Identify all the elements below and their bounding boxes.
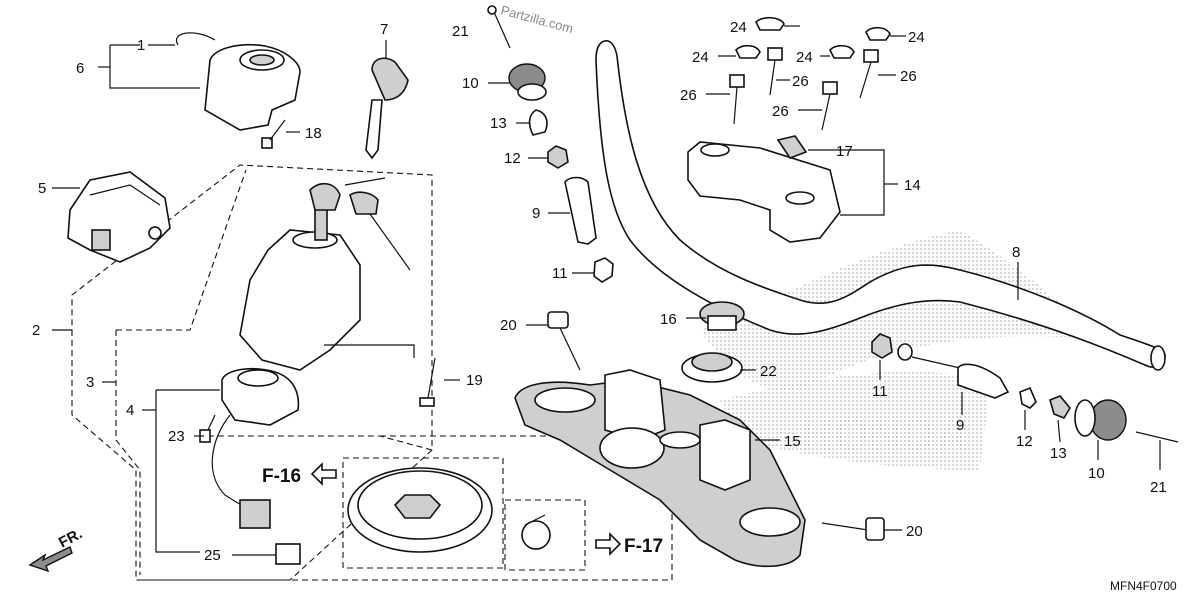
callout-12-right: 12 [1016,433,1033,450]
callout-20-bottom: 20 [906,523,923,540]
bolt-20-top [547,311,581,371]
callout-24-c: 24 [796,49,813,66]
fuel-cap-reference [347,467,551,553]
callout-26-a: 26 [680,87,697,104]
callout-13-left: 13 [490,115,507,132]
callout-3: 3 [86,374,94,391]
background-wing-logo: HONDA [700,230,1100,470]
callout-14: 14 [904,177,921,194]
callout-12-left: 12 [504,150,521,167]
ref-f16: F-16 [262,466,301,487]
upper-bolts [729,16,891,131]
callout-16: 16 [660,311,677,328]
ref-f17: F-17 [624,536,663,557]
diagram-code: MFN4F0700 [1110,579,1177,593]
callout-21-left: 21 [452,23,469,40]
callout-10-right: 10 [1088,465,1105,482]
callout-17: 17 [836,143,853,160]
ignition-switch [239,177,411,371]
switch-bracket [67,171,171,263]
callout-7: 7 [380,21,388,38]
watermark: Partzilla.com [499,2,575,36]
bolt-19 [419,357,436,407]
bridge-cap [699,301,745,331]
svg-text:HONDA: HONDA [800,408,969,460]
callout-21-right: 21 [1150,479,1167,496]
callout-6: 6 [76,60,84,77]
screw-18 [261,119,286,149]
upper-handlebar-holder [687,135,841,243]
callout-13-right: 13 [1050,445,1067,462]
ignition-cover [204,43,301,131]
connector-25 [275,543,301,565]
callout-18: 18 [305,125,322,142]
callout-8: 8 [1012,244,1020,261]
snap-ring [175,32,216,46]
callout-5: 5 [38,180,46,197]
callout-15: 15 [784,433,801,450]
callout-26-c: 26 [772,103,789,120]
callout-2: 2 [32,322,40,339]
top-bridge [514,369,806,568]
assembly-outline-3 [115,169,247,575]
front-direction-arrow [28,546,73,573]
screw-23 [199,414,216,443]
right-bar-end-parts [871,333,1179,443]
callout-26-b: 26 [792,73,809,90]
direction-label: FR. [56,525,85,551]
left-bar-end-parts [487,5,614,283]
callout-24-d: 24 [908,29,925,46]
f17-arrow [595,532,622,556]
f16-arrow [310,462,337,486]
handlebar-end [1150,345,1166,371]
callout-24-b: 24 [692,49,709,66]
callout-22: 22 [760,363,777,380]
callout-20-top: 20 [500,317,517,334]
callout-11-left: 11 [552,265,568,282]
key-7 [365,57,409,160]
callout-25: 25 [204,547,221,564]
leader-lines [52,25,1161,556]
callout-24-a: 24 [730,19,747,36]
steering-nut [681,352,743,383]
callout-9-right: 9 [956,417,964,434]
callout-9-left: 9 [532,205,540,222]
callout-10-left: 10 [462,75,479,92]
callout-11-right: 11 [872,383,888,400]
callout-4: 4 [126,402,134,419]
main-harness-switch [211,368,300,529]
callout-26-d: 26 [900,68,917,85]
callout-23: 23 [168,428,185,445]
bolt-20-bottom [821,517,885,541]
callout-1: 1 [137,37,145,54]
callout-19: 19 [466,372,483,389]
